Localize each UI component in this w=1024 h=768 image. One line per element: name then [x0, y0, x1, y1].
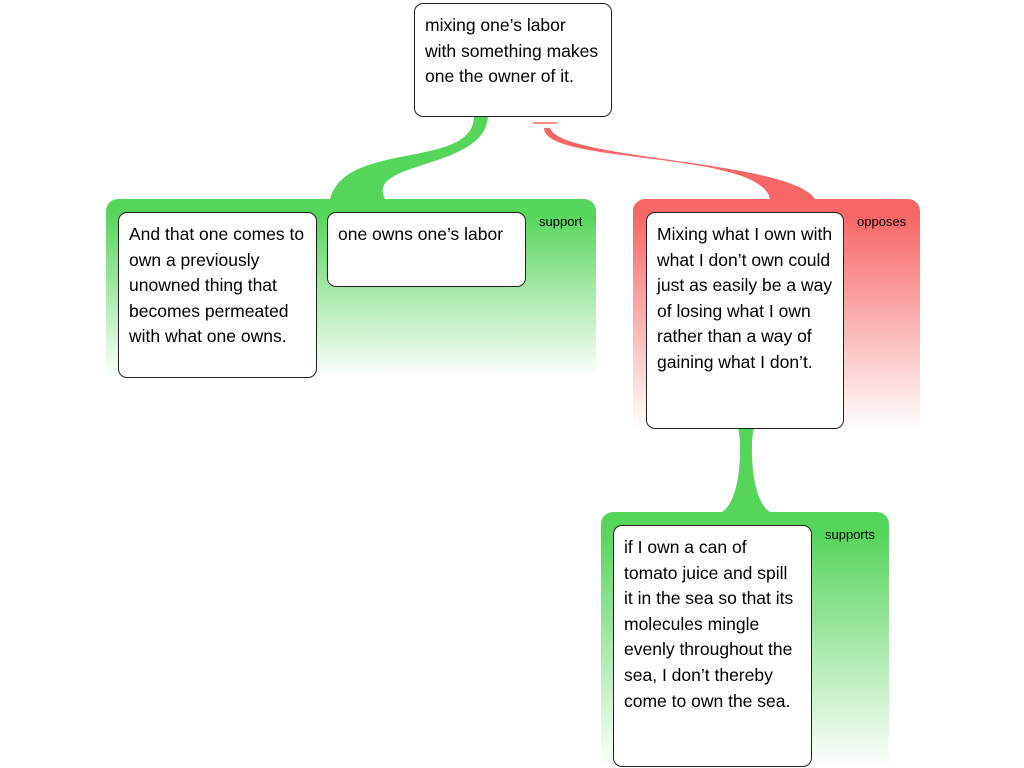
- oppose-connector: [544, 128, 815, 199]
- support-claim[interactable]: one owns one’s labor: [327, 212, 526, 287]
- opposes-label: opposes: [857, 214, 907, 229]
- oppose-claim[interactable]: Mixing what I own with what I don’t own …: [646, 212, 844, 429]
- support-claim[interactable]: And that one comes to own a previously u…: [118, 212, 317, 378]
- claim-text: one owns one’s labor: [338, 224, 504, 244]
- support-connector: [330, 116, 488, 199]
- support-connector-2: [722, 428, 770, 512]
- claim-text: if I own a can of tomato juice and spill…: [624, 537, 794, 711]
- claim-text: And that one comes to own a previously u…: [129, 224, 305, 347]
- root-claim[interactable]: mixing one’s labor with something makes …: [414, 3, 612, 117]
- root-claim-text: mixing one’s labor with something makes …: [425, 15, 599, 87]
- support-claim-2[interactable]: if I own a can of tomato juice and spill…: [613, 525, 812, 767]
- support-label: support: [539, 214, 583, 229]
- supports-label: supports: [825, 527, 875, 542]
- claim-text: Mixing what I own with what I don’t own …: [657, 224, 833, 372]
